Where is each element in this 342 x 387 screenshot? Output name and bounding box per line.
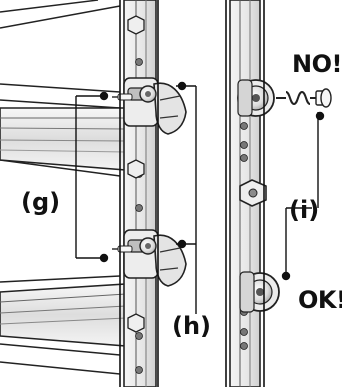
callout-dot-icon [99, 91, 109, 101]
right-lower-roller [239, 271, 280, 313]
callout-label-h: (h) [172, 312, 212, 340]
frame-accents [119, 0, 265, 387]
upper-left-hinge [112, 77, 187, 135]
callout-dots [99, 81, 325, 281]
right-upper-roller [237, 79, 275, 117]
callout-label-i: (i) [289, 196, 320, 224]
upper-left-panel [0, 107, 127, 171]
left-post-bolts [127, 15, 145, 333]
right-middle-nut [239, 179, 267, 207]
callout-dot-icon [281, 271, 291, 281]
callout-dot-icon [177, 239, 187, 249]
approval-label-ok: OK! [298, 286, 342, 314]
warning-label-no: NO! [292, 50, 342, 78]
lower-left-panel [0, 283, 127, 347]
callout-dot-icon [177, 81, 187, 91]
callout-dot-icon [315, 111, 325, 121]
lower-left-hinge [112, 229, 187, 287]
callout-dot-icon [99, 253, 109, 263]
callout-label-g: (g) [21, 188, 61, 216]
wrong-bolt-assembly [276, 88, 332, 108]
callout-lines [75, 85, 319, 314]
